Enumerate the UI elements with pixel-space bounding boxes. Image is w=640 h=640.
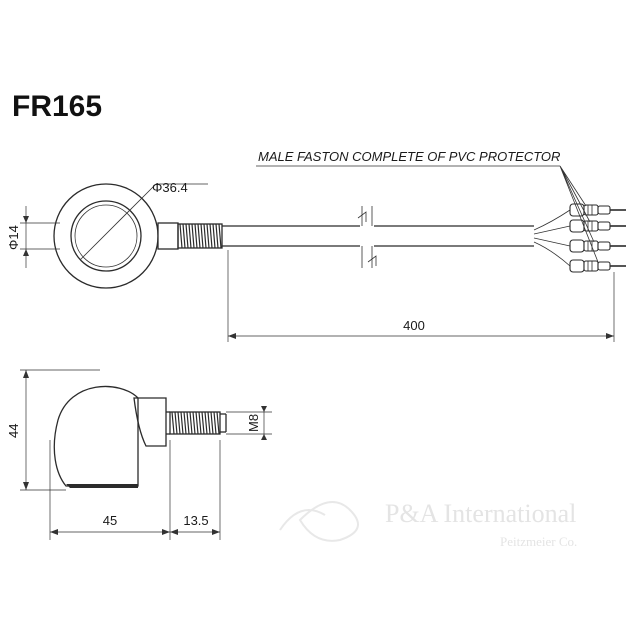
watermark-logo-icon	[279, 501, 359, 542]
top-view: Φ36.4 MALE FASTON COMPLETE OF PVC PROTEC…	[6, 149, 626, 342]
bolt-thread-outline	[177, 223, 223, 249]
thread-line	[207, 411, 211, 435]
thread-dia-label: Φ14	[6, 225, 21, 250]
watermark: P&A International Peitzmeier Co.	[279, 499, 577, 549]
thread-line	[189, 411, 193, 435]
watermark-subtitle: Peitzmeier Co.	[500, 534, 577, 549]
cable-wires	[533, 209, 571, 267]
bolt-thread	[179, 223, 222, 249]
thread-line	[191, 223, 195, 249]
thread-line	[204, 411, 208, 435]
diameter-label: Φ36.4	[152, 180, 188, 195]
faston-connector	[569, 219, 626, 233]
body-dim-arrows	[50, 529, 220, 535]
lamp-body	[53, 385, 139, 487]
thread-line	[218, 223, 222, 249]
model-title: FR165	[12, 90, 102, 123]
watermark-company: P&A International	[385, 499, 576, 528]
faston-tip	[597, 221, 611, 231]
thread-line	[198, 411, 202, 435]
note-text: MALE FASTON COMPLETE OF PVC PROTECTOR	[258, 149, 560, 164]
lamp-inner-ring	[70, 200, 142, 272]
faston-body	[583, 204, 599, 216]
thread-line	[179, 223, 183, 249]
lamp-lens	[74, 204, 138, 268]
cable-break-symbol	[357, 211, 377, 266]
stem-length-label: 13.5	[183, 513, 208, 528]
side-bolt-thread	[171, 411, 220, 435]
thread-line	[180, 411, 184, 435]
side-view: M8 44 45 13.5	[6, 369, 272, 540]
faston-connectors	[569, 203, 626, 273]
side-bolt-outline	[169, 411, 221, 435]
faston-connector	[569, 239, 626, 253]
height-label: 44	[6, 424, 21, 438]
thread-line	[174, 411, 178, 435]
thread-line	[185, 223, 189, 249]
faston-body	[583, 240, 599, 252]
thread-line	[209, 223, 213, 249]
thread-line	[210, 411, 214, 435]
faston-tip	[597, 205, 611, 215]
thread-line	[206, 223, 210, 249]
thread-line	[182, 223, 186, 249]
bolt-collar	[157, 222, 179, 250]
thread-line	[212, 223, 216, 249]
faston-body	[583, 220, 599, 232]
faston-sleeve	[569, 239, 585, 253]
thread-line	[215, 223, 219, 249]
diameter-leader	[79, 183, 157, 261]
cable-length-label: 400	[403, 318, 425, 333]
thread-line	[188, 223, 192, 249]
thread-line	[177, 411, 181, 435]
thread-line	[194, 223, 198, 249]
thread-line	[216, 411, 220, 435]
faston-tip	[597, 241, 611, 251]
thread-line	[201, 411, 205, 435]
faston-connector	[569, 259, 626, 273]
thread-size-label: M8	[246, 414, 261, 432]
body-length-label: 45	[103, 513, 117, 528]
faston-body	[583, 260, 599, 272]
thread-line	[197, 223, 201, 249]
lamp-outer-ring	[53, 183, 159, 289]
lamp-lens-edge	[66, 484, 138, 488]
faston-sleeve	[569, 259, 585, 273]
thread-line	[200, 223, 204, 249]
thread-line	[183, 411, 187, 435]
thread-line	[213, 411, 217, 435]
thread-line	[192, 411, 196, 435]
thread-line	[186, 411, 190, 435]
thread-line	[171, 411, 175, 435]
faston-tip	[597, 261, 611, 271]
mount-block	[133, 397, 167, 447]
note-leaders	[559, 165, 599, 263]
faston-connector	[569, 203, 626, 217]
thread-line	[195, 411, 199, 435]
thread-line	[203, 223, 207, 249]
cable-break-gap	[360, 220, 374, 252]
